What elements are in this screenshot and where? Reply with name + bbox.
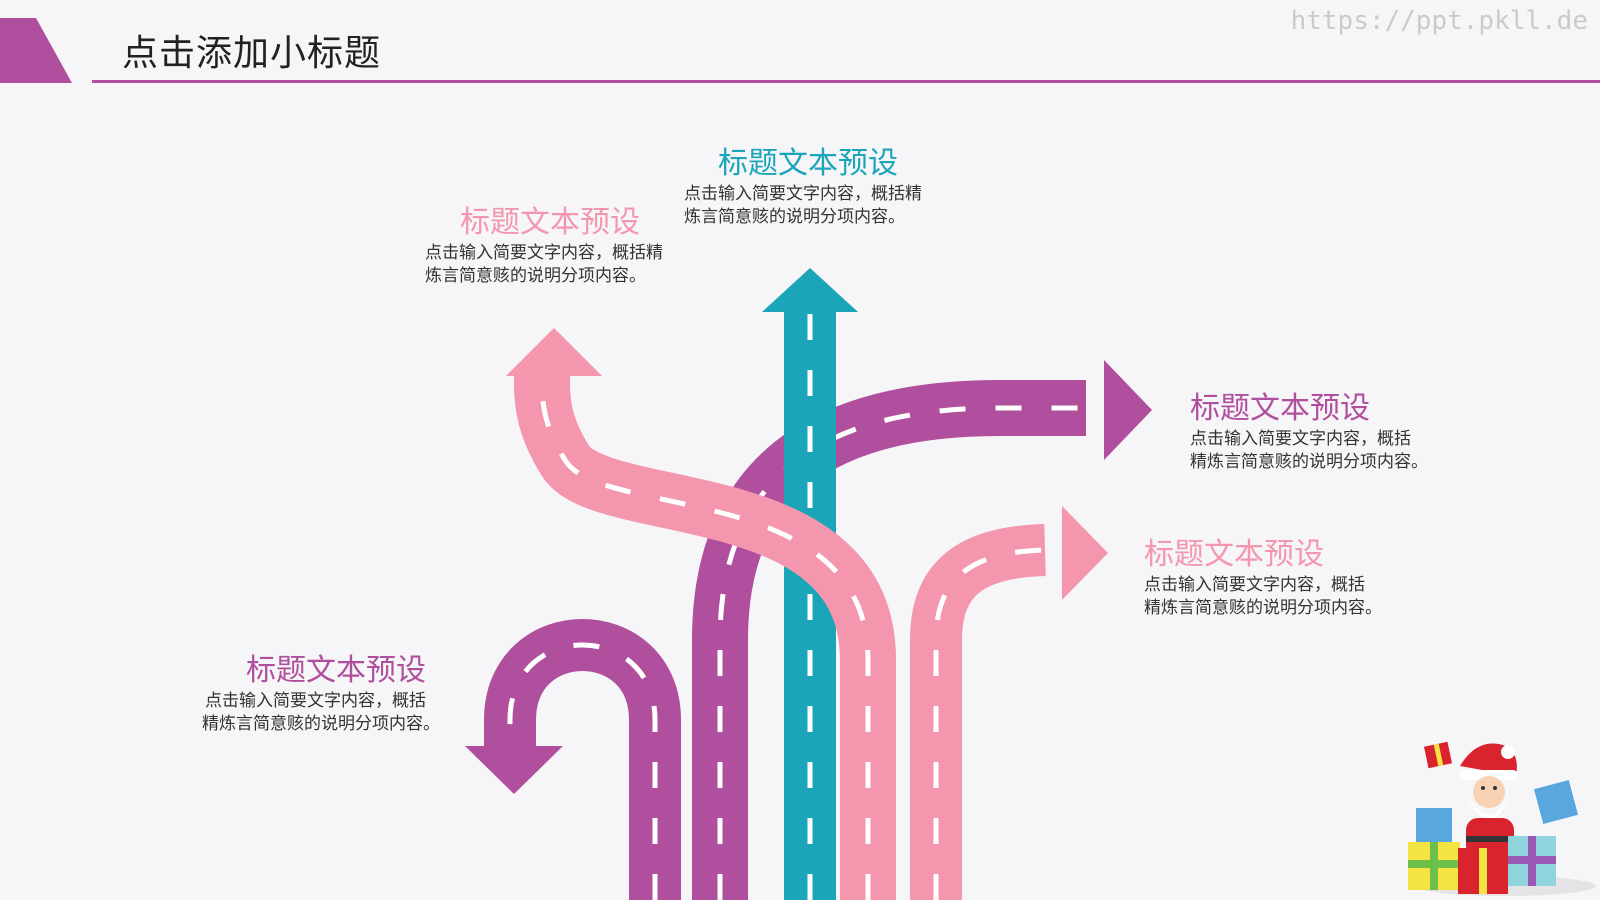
label-title[interactable]: 标题文本预设: [1190, 391, 1370, 426]
label-right-lower: 标题文本预设 点击输入简要文字内容，概括 精炼言简意赅的说明分项内容。: [1144, 536, 1382, 620]
road-purple-uturn-dashes: [507, 642, 658, 900]
road-purple-right-dashes: [717, 405, 1086, 900]
label-title[interactable]: 标题文本预设: [246, 653, 426, 688]
road-purple-right: [692, 380, 1086, 900]
label-desc-line2[interactable]: 炼言简意赅的说明分项内容。: [684, 207, 905, 227]
label-desc-line1[interactable]: 点击输入简要文字内容，概括: [205, 691, 426, 711]
label-top-left: 标题文本预设 点击输入简要文字内容，概括精 炼言简意赅的说明分项内容。: [425, 204, 663, 288]
road-pink-right-dashes: [933, 547, 1046, 900]
header-divider: [92, 80, 1600, 83]
arrowhead-teal: [762, 268, 858, 312]
label-top-center: 标题文本预设 点击输入简要文字内容，概括精 炼言简意赅的说明分项内容。: [684, 145, 922, 229]
label-desc-line1[interactable]: 点击输入简要文字内容，概括: [1144, 575, 1365, 595]
label-title[interactable]: 标题文本预设: [718, 146, 898, 181]
arrowhead-purple-right: [1104, 360, 1152, 460]
label-title[interactable]: 标题文本预设: [1144, 537, 1324, 572]
page-title[interactable]: 点击添加小标题: [122, 33, 382, 74]
header-tab-shape: [0, 18, 72, 83]
watermark: https://ppt.pkll.de: [1290, 6, 1588, 36]
arrowhead-purple-uturn: [465, 746, 563, 794]
label-title[interactable]: 标题文本预设: [460, 205, 640, 240]
arrowhead-pink-right: [1062, 506, 1108, 600]
road-pink-left-dashes: [539, 367, 871, 900]
label-desc-line1[interactable]: 点击输入简要文字内容，概括: [1190, 429, 1411, 449]
label-bottom-left: 标题文本预设 点击输入简要文字内容，概括 精炼言简意赅的说明分项内容。: [164, 652, 440, 736]
road-pink-right: [910, 524, 1047, 900]
label-desc-line2[interactable]: 精炼言简意赅的说明分项内容。: [1190, 452, 1428, 472]
santa-gifts-illustration: [1408, 741, 1596, 896]
arrowhead-pink-left: [506, 328, 602, 376]
label-desc-line1[interactable]: 点击输入简要文字内容，概括精: [425, 243, 663, 263]
label-desc-line2[interactable]: 精炼言简意赅的说明分项内容。: [202, 714, 440, 734]
label-desc-line2[interactable]: 炼言简意赅的说明分项内容。: [425, 266, 646, 286]
label-right-upper: 标题文本预设 点击输入简要文字内容，概括 精炼言简意赅的说明分项内容。: [1190, 390, 1428, 474]
label-desc-line1[interactable]: 点击输入简要文字内容，概括精: [684, 184, 922, 204]
label-desc-line2[interactable]: 精炼言简意赅的说明分项内容。: [1144, 598, 1382, 618]
